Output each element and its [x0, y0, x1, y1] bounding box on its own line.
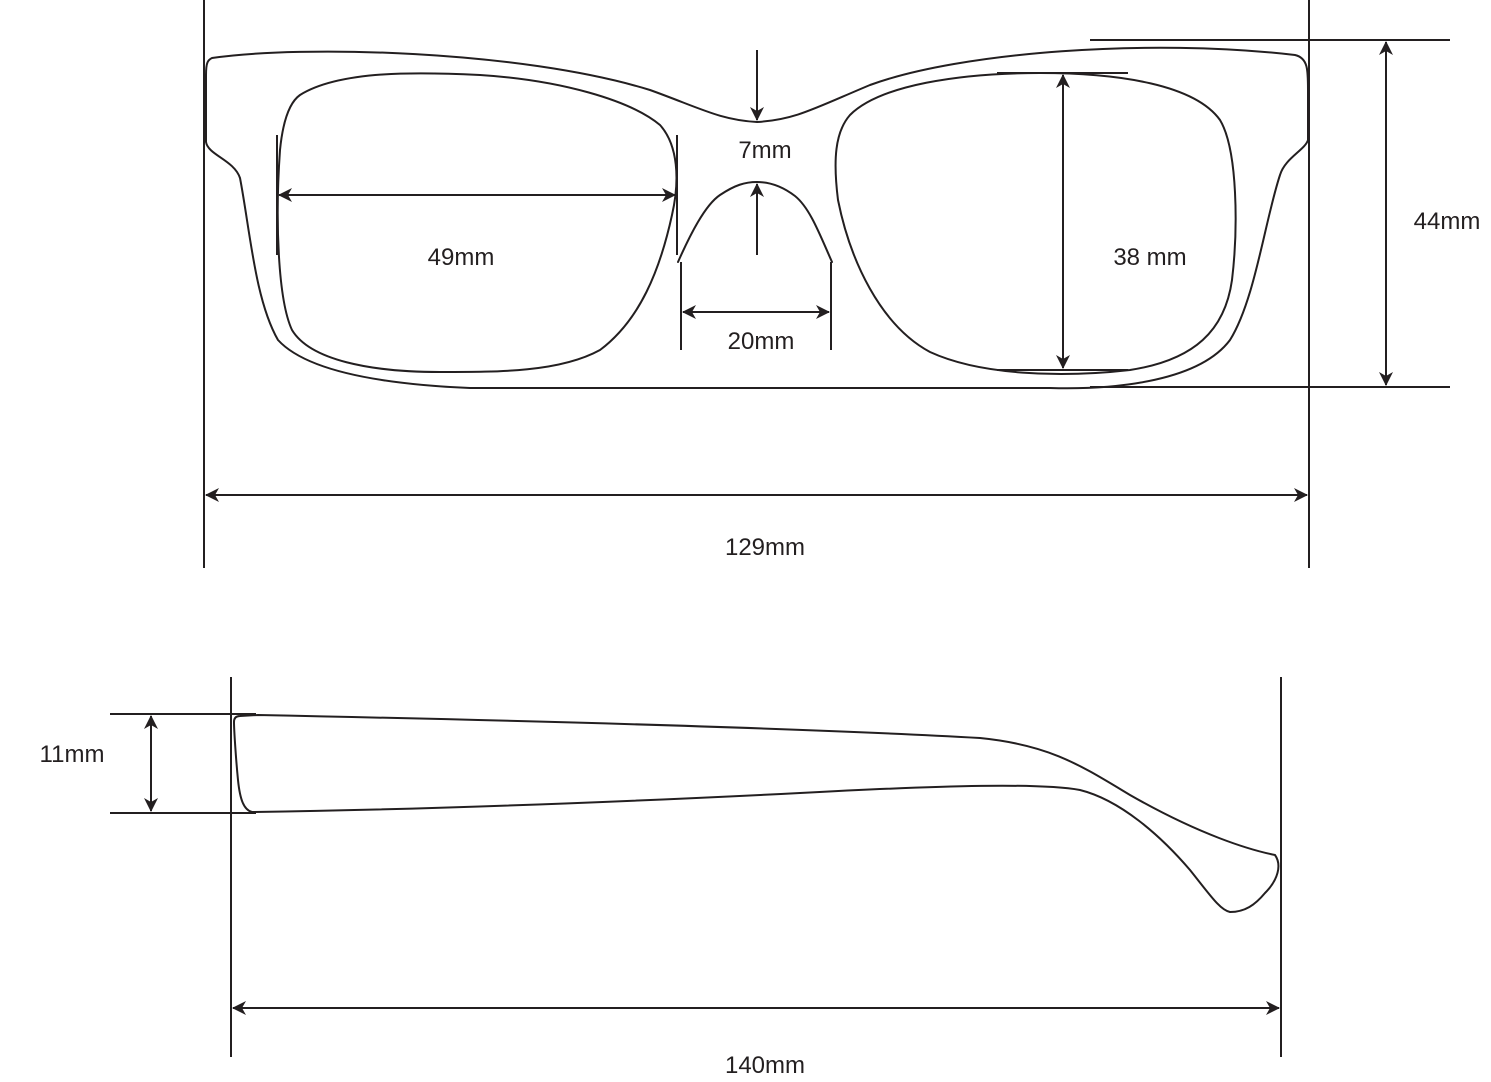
side-view: 11mm 140mm — [40, 677, 1282, 1079]
front-view: 7mm 49mm 20mm 38 mm 44mm 129mm — [203, 0, 1481, 568]
frame-width-label: 129mm — [725, 534, 805, 561]
bridge-width-label: 20mm — [728, 328, 795, 355]
temple-height-label: 11mm — [40, 741, 105, 768]
lens-height-label: 38 mm — [1113, 244, 1186, 271]
right-lens — [834, 72, 1237, 375]
left-lens — [276, 72, 678, 373]
temple-length-label: 140mm — [725, 1052, 805, 1079]
bridge-height-label: 7mm — [738, 137, 791, 164]
temple-outline — [233, 714, 1280, 913]
frame-outline — [205, 46, 1309, 390]
lens-width-label: 49mm — [428, 244, 495, 271]
frame-height-label: 44mm — [1414, 208, 1481, 235]
bridge-inner — [677, 181, 833, 263]
